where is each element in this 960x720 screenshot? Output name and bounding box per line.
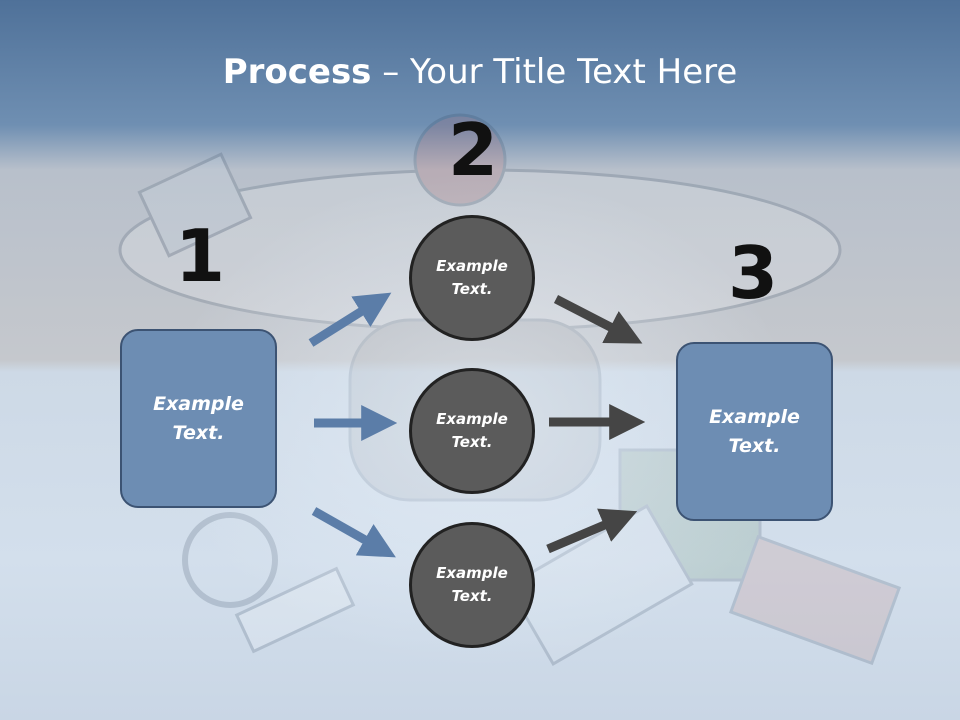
process-circle-top: Example Text. xyxy=(409,215,535,341)
step-number-2: 2 xyxy=(447,108,499,192)
process-circle-bottom: Example Text. xyxy=(409,522,535,648)
arrow-top-to-right xyxy=(553,295,643,344)
title-rest: – Your Title Text Here xyxy=(371,52,738,92)
circle-middle-text: Example Text. xyxy=(436,410,508,451)
step-number-3: 3 xyxy=(727,231,779,315)
right-box-text: Example Text. xyxy=(709,405,800,457)
slide-title: Process – Your Title Text Here xyxy=(0,52,960,92)
arrow-left-to-bottom xyxy=(311,507,396,558)
step-number-1: 1 xyxy=(174,214,226,298)
left-box-text: Example Text. xyxy=(153,392,244,444)
title-bold: Process xyxy=(222,52,372,92)
arrow-bottom-to-right xyxy=(546,508,638,554)
right-text-box: Example Text. xyxy=(676,342,833,521)
process-circle-middle: Example Text. xyxy=(409,368,535,494)
circle-bottom-text: Example Text. xyxy=(436,564,508,605)
arrow-left-to-top xyxy=(308,292,392,347)
circle-top-text: Example Text. xyxy=(436,257,508,298)
left-text-box: Example Text. xyxy=(120,329,277,508)
